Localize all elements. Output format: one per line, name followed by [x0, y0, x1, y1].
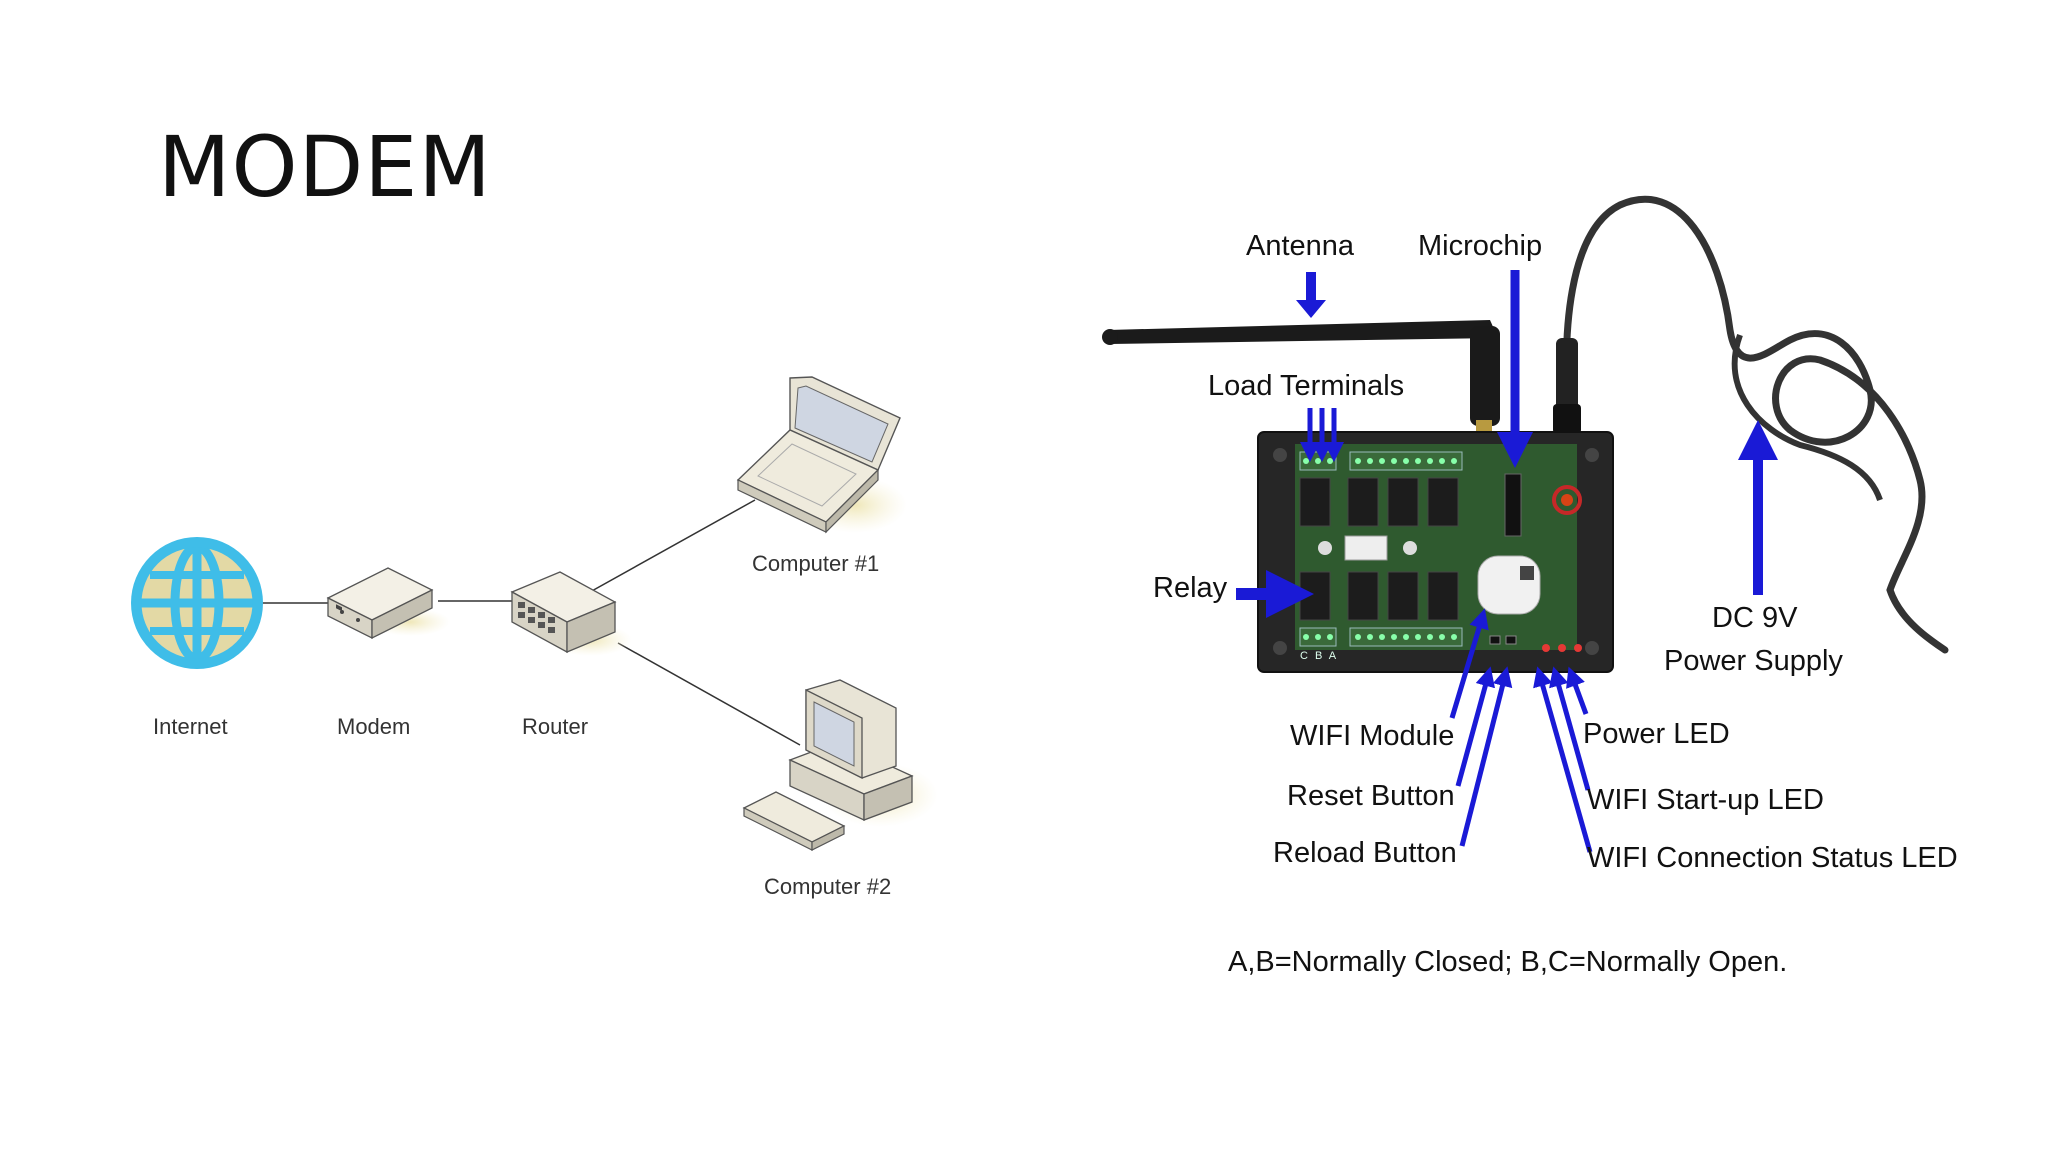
dc-jack	[1556, 338, 1578, 410]
link-router-computer2	[617, 642, 801, 746]
router-icon	[510, 571, 632, 656]
network-diagram	[131, 376, 938, 851]
arrow-power-led	[1566, 666, 1589, 715]
arrow-reset	[1455, 666, 1496, 787]
arrow-reload	[1459, 666, 1513, 847]
arrow-antenna	[1296, 272, 1326, 318]
label-antenna: Antenna	[1246, 230, 1355, 262]
wifi-module-icon	[1477, 555, 1541, 615]
link-router-computer1	[589, 499, 756, 593]
label-internet: Internet	[153, 714, 228, 739]
globe-icon	[131, 537, 263, 669]
label-dc-9v: DC 9V	[1712, 602, 1798, 634]
modem-icon	[326, 567, 450, 640]
label-wifi-startup-led: WIFI Start-up LED	[1587, 784, 1824, 816]
label-modem: Modem	[337, 714, 411, 739]
label-power-led: Power LED	[1583, 718, 1730, 750]
microchip-icon	[1504, 473, 1522, 537]
label-power-supply: Power Supply	[1664, 645, 1843, 677]
label-wifi-status-led: WIFI Connection Status LED	[1587, 842, 1958, 874]
label-relay: Relay	[1153, 572, 1228, 604]
relay-board-figure	[1102, 195, 1949, 673]
label-reset-button: Reset Button	[1287, 780, 1455, 812]
slide-title: MODEM	[158, 118, 492, 216]
arrow-wifi-module	[1449, 608, 1489, 719]
label-terminal-letters: C B A	[1300, 650, 1339, 662]
label-load-terminals: Load Terminals	[1208, 370, 1405, 402]
relay-row-top	[1299, 477, 1459, 527]
desktop-icon	[742, 679, 938, 851]
label-router: Router	[522, 714, 589, 739]
label-reload-button: Reload Button	[1273, 837, 1457, 869]
arrow-status-led	[1533, 666, 1593, 853]
antenna-icon	[1102, 320, 1500, 438]
arrow-startup-led	[1549, 666, 1591, 791]
power-cable	[1563, 195, 1949, 654]
annotation-arrows	[1236, 270, 1778, 853]
label-computer2: Computer #2	[764, 874, 892, 899]
laptop-icon	[736, 376, 907, 534]
label-wifi-module: WIFI Module	[1290, 720, 1455, 752]
label-microchip: Microchip	[1418, 230, 1543, 262]
label-computer1: Computer #1	[752, 551, 880, 576]
board-caption: A,B=Normally Closed; B,C=Normally Open.	[1228, 946, 1788, 978]
